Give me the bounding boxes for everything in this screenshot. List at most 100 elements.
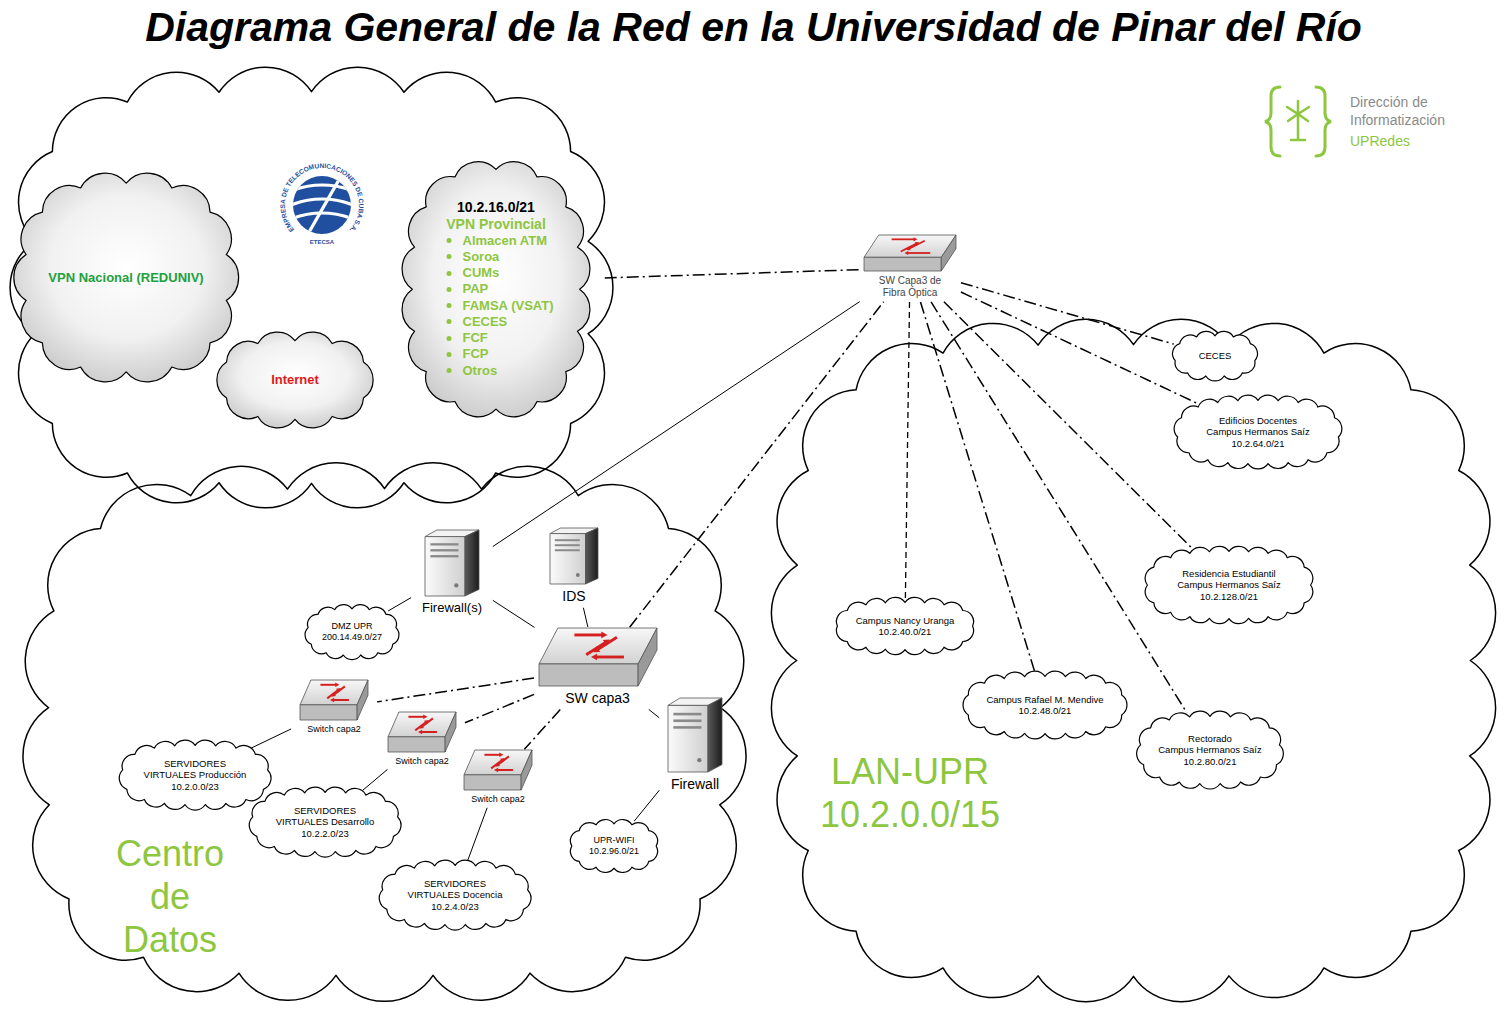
switch-side [521, 750, 532, 790]
dmz-cloud: DMZ UPR200.14.49.0/27 [302, 603, 402, 661]
node-label: FCP [439, 346, 554, 362]
switch-icon [539, 628, 657, 686]
campus-cloud: Residencia EstudiantilCampus Hermanos Sa… [1141, 545, 1317, 625]
campus-cloud: Edificios DocentesCampus Hermanos Saíz10… [1171, 394, 1345, 470]
campus-cloud: Campus Rafael M. Mendive10.2.48.0/21 [960, 670, 1130, 740]
node-label: Campus Hermanos Saíz [1206, 426, 1309, 437]
node-label: 10.2.80.0/21 [1158, 756, 1261, 767]
link-line [630, 302, 884, 627]
node-label: VPN Provincial [439, 216, 554, 233]
server-front [425, 537, 465, 596]
node-label: CUMs [439, 265, 554, 281]
server-button [454, 583, 458, 587]
text-group: Residencia EstudiantilCampus Hermanos Sa… [1177, 568, 1280, 602]
cloud-shape [836, 597, 973, 654]
switch-arrow [901, 243, 917, 251]
server-side [586, 528, 598, 584]
switch-arrow-head [593, 646, 600, 652]
access-switch: Switch capa2 [380, 712, 464, 769]
switch-icon [388, 712, 456, 752]
logo-text: EMPRESA DE TELECOMUNICACIONES DE CUBA S.… [279, 162, 365, 234]
link-line [388, 598, 411, 611]
text-group: SERVIDORES VIRTUALES Producción10.2.0.0/… [140, 758, 250, 792]
node-label: 200.14.49.0/27 [322, 632, 382, 643]
node-label: Soroa [439, 249, 554, 265]
logo-stripes [286, 171, 358, 241]
cloud-shape [379, 860, 531, 930]
switch-arrow-head [330, 698, 334, 703]
core-switch: SW capa3 [535, 628, 660, 709]
access-switch: Switch capa2 [456, 750, 540, 807]
node-label: Switch capa2 [307, 724, 361, 735]
text-group: Campus Nancy Uranga10.2.40.0/21 [856, 615, 955, 638]
logo-stripe [286, 213, 358, 221]
diagram-title: Diagrama General de la Red en la Univers… [145, 4, 1362, 50]
text-group: DMZ UPR200.14.49.0/27 [322, 621, 382, 643]
text-group: Switch capa2 [471, 794, 525, 805]
text-group: SERVIDORES VIRTUALES Desarrollo10.2.2.0/… [270, 805, 380, 839]
server-cloud: SERVIDORES VIRTUALES Desarrollo10.2.2.0/… [246, 786, 404, 858]
switch-icon [300, 680, 368, 720]
server-front [668, 705, 708, 772]
cloud-shape [570, 820, 657, 873]
switch-icon [464, 750, 532, 790]
node-label: CECES [1199, 350, 1232, 361]
server-side [465, 530, 479, 596]
text-group: Centro de Datos [108, 832, 233, 962]
server-slot [430, 543, 458, 545]
cloud-shape [305, 605, 399, 660]
logo-stripe [304, 171, 344, 241]
link-line [634, 790, 659, 821]
switch-arrow-head [494, 768, 498, 773]
node-label: 10.2.0.0/15 [820, 793, 1000, 836]
server-button [576, 573, 580, 577]
node-label: 10.2.128.0/21 [1177, 591, 1280, 602]
node-label: Campus Hermanos Saíz [1177, 579, 1280, 590]
text-group: Campus Rafael M. Mendive10.2.48.0/21 [986, 694, 1103, 717]
node-label: 10.2.48.0/21 [986, 705, 1103, 716]
carrier-logo: EMPRESA DE TELECOMUNICACIONES DE CUBA S.… [274, 157, 370, 253]
node-label: 10.2.2.0/23 [270, 828, 380, 839]
node-label: PAP [439, 281, 554, 297]
switch-front [300, 705, 357, 720]
switch-arrow-head [418, 730, 422, 735]
fiber-switch: SW Capa3 de Fibra Óptica [860, 235, 960, 301]
wifi-cloud: UPR-WIFI10.2.96.0/21 [566, 818, 662, 874]
node-label: Centro de Datos [108, 832, 233, 962]
node-label: 10.2.0.0/23 [140, 781, 250, 792]
text-group: Switch capa2 [307, 724, 361, 735]
cloud-shape [249, 787, 401, 857]
switch-arrow [574, 634, 603, 637]
server-button [697, 758, 701, 762]
link-line [493, 600, 535, 627]
switch-side [638, 628, 657, 686]
switch-arrow [907, 252, 930, 254]
ids-server: IDS [543, 528, 605, 607]
vpn-cloud: 10.2.16.0/21VPN ProvincialAlmacen ATMSor… [400, 157, 592, 421]
text-group: IDS [562, 588, 585, 605]
server-slot [555, 544, 580, 546]
switch-side [445, 712, 456, 752]
text-group: Switch capa2 [395, 756, 449, 767]
switch-arrow [327, 690, 338, 699]
campus-cloud: RectoradoCampus Hermanos Saíz10.2.80.0/2… [1134, 710, 1286, 790]
text-group: LAN-UPR10.2.0.0/15 [820, 750, 1000, 836]
node-label: Otros [439, 363, 554, 379]
link-line [465, 694, 534, 722]
link-line [524, 710, 560, 750]
node-label: Switch capa2 [395, 756, 449, 767]
node-label: SW capa3 [565, 690, 630, 707]
node-label: 10.2.4.0/23 [400, 901, 510, 912]
server-slot [555, 549, 580, 551]
switch-arrow [421, 731, 437, 733]
firewall-server: Firewall(s) [412, 530, 492, 618]
lan-cloud: CECES Edificios DocentesCampus Hermanos S… [770, 318, 1497, 1003]
server-icon [668, 698, 722, 772]
node-label: Campus Rafael M. Mendive [986, 694, 1103, 705]
switch-arrow-head [331, 692, 336, 696]
brand-brace [1265, 87, 1280, 156]
cloud-shape [1174, 395, 1342, 469]
server-cloud: SERVIDORES VIRTUALES Docencia10.2.4.0/23 [376, 859, 534, 931]
